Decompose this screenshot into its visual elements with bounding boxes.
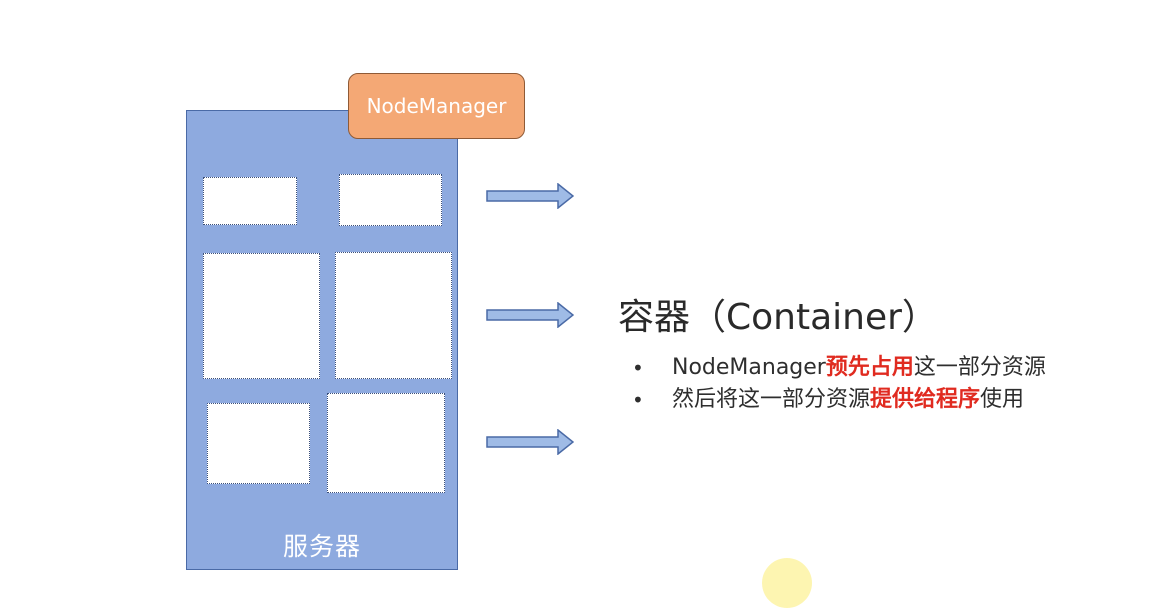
resource-slot-5 bbox=[207, 403, 310, 484]
arrow-right-icon bbox=[486, 429, 574, 455]
container-title: 容器（Container） bbox=[618, 297, 938, 338]
node-manager-box: NodeManager bbox=[348, 73, 525, 139]
server-label: 服务器 bbox=[282, 532, 361, 561]
cursor-highlight bbox=[762, 558, 812, 608]
bullet-text-pre: 然后将这一部分资源 bbox=[672, 387, 871, 412]
bullet-item: 然后将这一部分资源提供给程序使用 bbox=[632, 384, 1046, 416]
resource-slot-1 bbox=[203, 177, 297, 225]
resource-slot-3 bbox=[203, 253, 320, 379]
arrow-right-icon bbox=[486, 302, 574, 328]
bullet-highlight: 提供给程序 bbox=[870, 387, 981, 412]
node-manager-label: NodeManager bbox=[366, 94, 507, 118]
bullet-highlight: 预先占用 bbox=[825, 355, 914, 380]
resource-slot-6 bbox=[327, 393, 445, 493]
bullet-list: NodeManager预先占用这一部分资源 然后将这一部分资源提供给程序使用 bbox=[632, 352, 1046, 416]
bullet-text-post: 使用 bbox=[980, 387, 1025, 412]
bullet-text-post: 这一部分资源 bbox=[913, 355, 1046, 380]
resource-slot-4 bbox=[335, 252, 452, 379]
server-box: 服务器 bbox=[186, 110, 458, 570]
bullet-item: NodeManager预先占用这一部分资源 bbox=[632, 352, 1046, 384]
arrow-right-icon bbox=[486, 183, 574, 209]
resource-slot-2 bbox=[339, 174, 442, 226]
bullet-text-pre: NodeManager bbox=[672, 355, 826, 380]
